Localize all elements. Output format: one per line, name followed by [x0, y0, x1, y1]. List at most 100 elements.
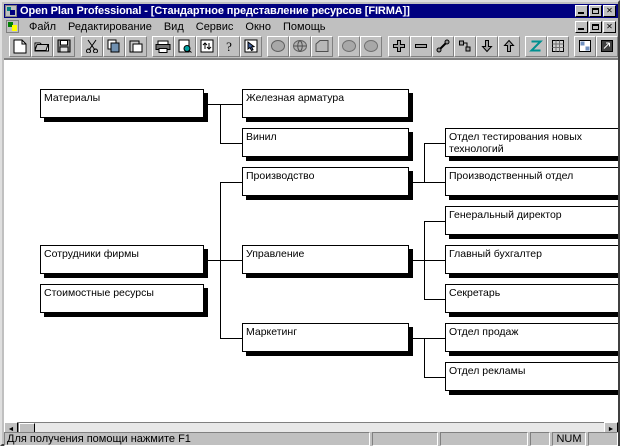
menu-bar: Файл Редактирование Вид Сервис Окно Помо…	[4, 19, 618, 34]
status-num-indicator: NUM	[552, 432, 586, 446]
circle-gray2-icon[interactable]	[360, 35, 383, 57]
mdi-minimize-button[interactable]	[575, 20, 588, 33]
add-plus-icon[interactable]	[387, 35, 410, 57]
layout-icon[interactable]	[574, 35, 596, 57]
diagram-node[interactable]: Сотрудники фирмы	[40, 245, 204, 274]
connector-line	[220, 182, 242, 183]
toolbar-group-layout	[574, 35, 618, 57]
connector-line	[220, 260, 242, 261]
status-pane-2	[440, 432, 528, 446]
cut-scissors-icon[interactable]	[80, 35, 103, 57]
menu-item-file[interactable]: Файл	[29, 20, 57, 33]
diagram-node-label: Управление	[246, 248, 305, 260]
circle-gray-icon[interactable]	[338, 35, 361, 57]
print-preview-icon[interactable]	[173, 35, 196, 57]
connector-line	[409, 182, 424, 183]
help-question-icon[interactable]: ?	[217, 35, 240, 57]
title-bar[interactable]: Open Plan Professional - [Стандартное пр…	[4, 4, 618, 18]
diagram-node[interactable]: Производственный отдел	[445, 167, 618, 196]
diagram-node-label: Материалы	[44, 92, 101, 104]
diagram-node-label: Производство	[246, 170, 315, 182]
menu-item-edit[interactable]: Редактирование	[68, 20, 152, 33]
restore-button[interactable]	[589, 5, 602, 17]
connector-line	[220, 143, 242, 144]
mdi-restore-button[interactable]	[589, 20, 602, 33]
paste-icon[interactable]	[124, 35, 147, 57]
copy-icon[interactable]	[102, 35, 125, 57]
toolbar: ?	[4, 34, 618, 59]
svg-text:?: ?	[226, 39, 232, 53]
menu-item-view[interactable]: Вид	[163, 20, 184, 33]
status-message: Для получения помощи нажмите F1	[4, 432, 370, 446]
diagram-node[interactable]: Управление	[242, 245, 409, 274]
diagram-node-label: Маркетинг	[246, 326, 298, 338]
diagram-node[interactable]: Отдел тестирования новых технологий	[445, 128, 618, 157]
connector-line	[424, 143, 445, 144]
diagram-node[interactable]: Отдел рекламы	[445, 362, 618, 391]
move-down-icon[interactable]	[475, 35, 498, 57]
sort-icon[interactable]	[195, 35, 218, 57]
connector-line	[204, 260, 220, 261]
window-controls: ✕	[575, 5, 618, 17]
diagram-node-label: Отдел тестирования новых технологий	[449, 131, 583, 155]
diagram-node-label: Сотрудники фирмы	[44, 248, 139, 260]
menu-item-window[interactable]: Окно	[245, 20, 271, 33]
toolbar-group-view	[524, 35, 569, 57]
diagram-node-label: Главный бухгалтер	[449, 248, 542, 260]
mdi-close-button[interactable]: ✕	[603, 20, 616, 33]
help-pointer-icon[interactable]	[239, 35, 262, 57]
connector-line	[409, 260, 424, 261]
connector-line	[220, 338, 242, 339]
toolbar-group-edit-nodes	[387, 35, 520, 57]
ellipse-filled-icon[interactable]	[267, 35, 289, 57]
close-button[interactable]: ✕	[603, 5, 616, 17]
connector-line	[424, 377, 445, 378]
menu-item-service[interactable]: Сервис	[195, 20, 234, 33]
status-pane-3	[530, 432, 550, 446]
mdi-child-controls: ✕	[575, 20, 618, 33]
diagram-node[interactable]: Маркетинг	[242, 323, 409, 352]
fit-window-icon[interactable]	[596, 35, 618, 57]
mdi-document-icon[interactable]	[6, 20, 19, 33]
diagram-node-label: Отдел рекламы	[449, 365, 526, 377]
diagram-node[interactable]: Стоимостные ресурсы	[40, 284, 204, 313]
connector-line	[424, 338, 445, 339]
zigzag-icon[interactable]	[524, 35, 547, 57]
new-file-icon[interactable]	[9, 35, 32, 57]
remove-minus-icon[interactable]	[409, 35, 432, 57]
shape-rounded-icon[interactable]	[311, 35, 333, 57]
diagram-node[interactable]: Главный бухгалтер	[445, 245, 618, 274]
diagram-node[interactable]: Отдел продаж	[445, 323, 618, 352]
open-folder-icon[interactable]	[31, 35, 54, 57]
connector-line	[220, 104, 242, 105]
unlink-icon[interactable]	[453, 35, 476, 57]
diagram-node[interactable]: Винил	[242, 128, 409, 157]
print-icon[interactable]	[151, 35, 174, 57]
diagram-node-label: Генеральный директор	[449, 209, 562, 221]
window-title: Open Plan Professional - [Стандартное пр…	[20, 5, 410, 17]
diagram-node[interactable]: Производство	[242, 167, 409, 196]
diagram-node[interactable]: Материалы	[40, 89, 204, 118]
toolbar-group-shapes	[267, 35, 333, 57]
connector-line	[424, 260, 445, 261]
link-icon[interactable]	[431, 35, 454, 57]
menu-item-help[interactable]: Помощь	[282, 20, 326, 33]
connector-line	[424, 143, 425, 182]
minimize-button[interactable]	[575, 5, 588, 17]
move-up-icon[interactable]	[497, 35, 520, 57]
grid-table-icon[interactable]	[546, 35, 569, 57]
diagram-node-label: Железная арматура	[246, 92, 345, 104]
connector-line	[204, 104, 220, 105]
save-disk-icon[interactable]	[53, 35, 76, 57]
connector-line	[424, 182, 445, 183]
diagram-node[interactable]: Секретарь	[445, 284, 618, 313]
connector-line	[424, 299, 445, 300]
toolbar-group-circles	[338, 35, 383, 57]
diagram-node[interactable]: Железная арматура	[242, 89, 409, 118]
ellipse-globe-icon[interactable]	[289, 35, 311, 57]
diagram-node[interactable]: Генеральный директор	[445, 206, 618, 235]
toolbar-group-print: ?	[151, 35, 262, 57]
